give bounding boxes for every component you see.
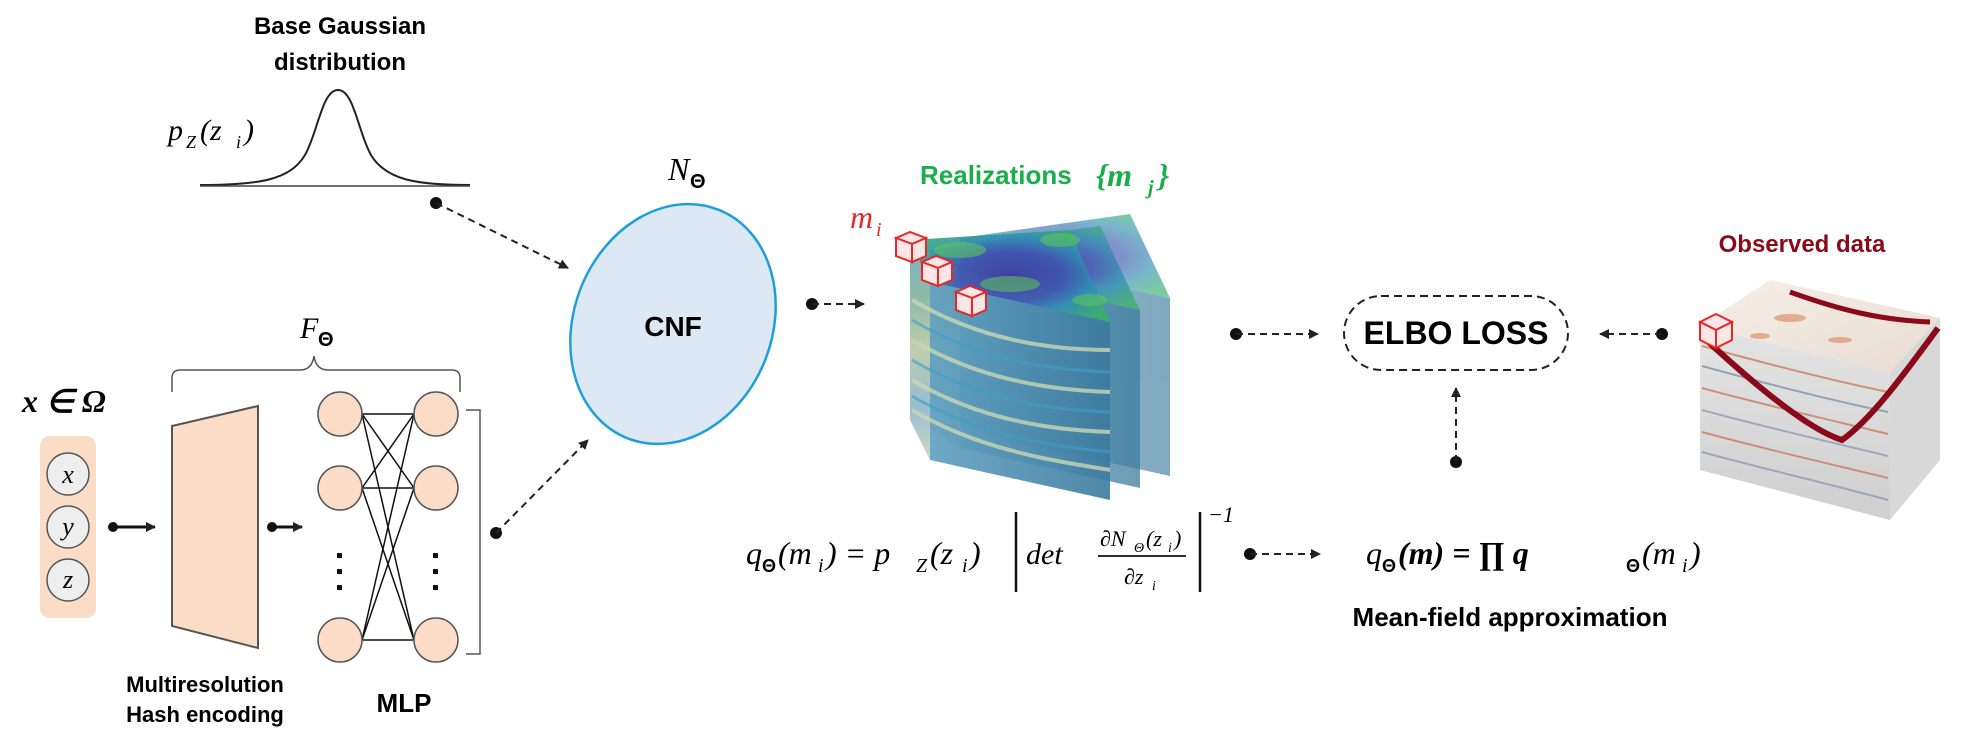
arrow-mlp-to-cnf [495, 439, 589, 534]
realizations-cube-stack [910, 214, 1170, 500]
svg-text:z: z [62, 565, 73, 594]
svg-text:Θ: Θ [762, 556, 776, 576]
mlp-node [317, 465, 363, 511]
svg-text:}: } [1156, 157, 1169, 193]
mlp-layer-2 [413, 391, 459, 663]
svg-text:Θ: Θ [1134, 541, 1144, 556]
equation-q-mi: q Θ (m i ) = p Z (z i ) det ∂N Θ (z i ) … [746, 502, 1234, 594]
mean-field-label: Mean-field approximation [1353, 602, 1668, 632]
f-theta-brace [171, 355, 461, 392]
svg-text:i: i [962, 555, 968, 577]
mlp-node [413, 617, 459, 663]
svg-text:j: j [1145, 177, 1154, 199]
mlp-node [413, 465, 459, 511]
observed-data-label: Observed data [1719, 231, 1886, 258]
base-gaussian-title-line2: distribution [274, 49, 406, 76]
gaussian-curve [199, 88, 471, 186]
mlp-label: MLP [377, 688, 432, 718]
svg-text:i: i [876, 219, 882, 241]
realizations-label: Realizations {m j } [920, 157, 1169, 199]
svg-text:): ) [242, 114, 254, 147]
observed-data-cube [1697, 280, 1941, 520]
svg-text:i: i [818, 555, 824, 577]
hash-encoding-label-line1: Multiresolution [126, 672, 284, 697]
svg-text:): ) [1172, 526, 1181, 551]
arrow-gaussian-to-cnf [435, 202, 569, 269]
svg-text:∂z: ∂z [1124, 564, 1144, 589]
svg-text:): ) [1688, 535, 1701, 571]
svg-text:Θ: Θ [1382, 556, 1396, 576]
mlp-node [317, 617, 363, 663]
svg-text:∂N: ∂N [1100, 526, 1127, 551]
hash-encoding-block [171, 404, 259, 650]
svg-text:Θ: Θ [1626, 556, 1640, 576]
svg-text:F: F [299, 312, 319, 345]
svg-text:(z: (z [200, 114, 222, 147]
svg-text:i: i [1168, 541, 1172, 556]
base-gaussian-title-line1: Base Gaussian [254, 13, 426, 40]
pz-label: p Z (z i ) [166, 114, 254, 152]
svg-text:q: q [746, 535, 762, 571]
svg-text:x: x [61, 460, 74, 489]
svg-text:(m) = ∏ q: (m) = ∏ q [1398, 535, 1529, 571]
x-in-omega-label: x ∈ Ω [21, 383, 106, 419]
mlp-edges [361, 413, 415, 641]
n-theta-label: N Θ [667, 151, 706, 193]
svg-text:Z: Z [186, 132, 197, 152]
svg-text:i: i [1152, 579, 1156, 594]
svg-text:Z: Z [916, 555, 928, 577]
svg-text:m: m [850, 199, 873, 235]
mlp-node [317, 391, 363, 437]
mlp-layer-1 [317, 391, 363, 663]
mi-voxel-cubes [893, 230, 989, 318]
input-node-z: z [46, 558, 90, 602]
svg-text:(z: (z [930, 535, 954, 571]
equation-mean-field: q Θ (m) = ∏ q Θ (m i ) [1366, 535, 1701, 577]
svg-text:Θ: Θ [318, 329, 334, 351]
svg-text:{m: {m [1096, 157, 1132, 193]
svg-text:(m: (m [778, 535, 812, 571]
svg-text:det: det [1026, 538, 1063, 571]
svg-text:−1: −1 [1208, 502, 1234, 527]
cnf-label: CNF [644, 311, 702, 342]
svg-text:(m: (m [1642, 535, 1676, 571]
elbo-loss-label: ELBO LOSS [1364, 315, 1549, 351]
svg-text:Realizations: Realizations [920, 160, 1072, 190]
hash-encoding-label-line2: Hash encoding [126, 702, 284, 727]
svg-text:N: N [667, 151, 691, 187]
svg-text:) = p: ) = p [824, 535, 890, 571]
svg-text:Θ: Θ [690, 171, 706, 193]
svg-text:i: i [236, 132, 241, 152]
input-node-y: y [46, 505, 90, 549]
svg-text:q: q [1366, 535, 1382, 571]
mlp-ellipsis [337, 553, 438, 590]
svg-text:p: p [166, 114, 183, 147]
svg-text:y: y [59, 512, 74, 541]
input-node-x: x [46, 452, 90, 496]
mi-label: m i [850, 199, 882, 241]
svg-text:i: i [1682, 555, 1688, 577]
f-theta-label: F Θ [299, 312, 334, 351]
mlp-output-bracket [466, 409, 481, 655]
cnf-ellipse [569, 202, 777, 446]
svg-text:(z: (z [1146, 526, 1162, 551]
svg-text:): ) [968, 535, 981, 571]
elbo-loss-box [1343, 295, 1569, 371]
mlp-node [413, 391, 459, 437]
